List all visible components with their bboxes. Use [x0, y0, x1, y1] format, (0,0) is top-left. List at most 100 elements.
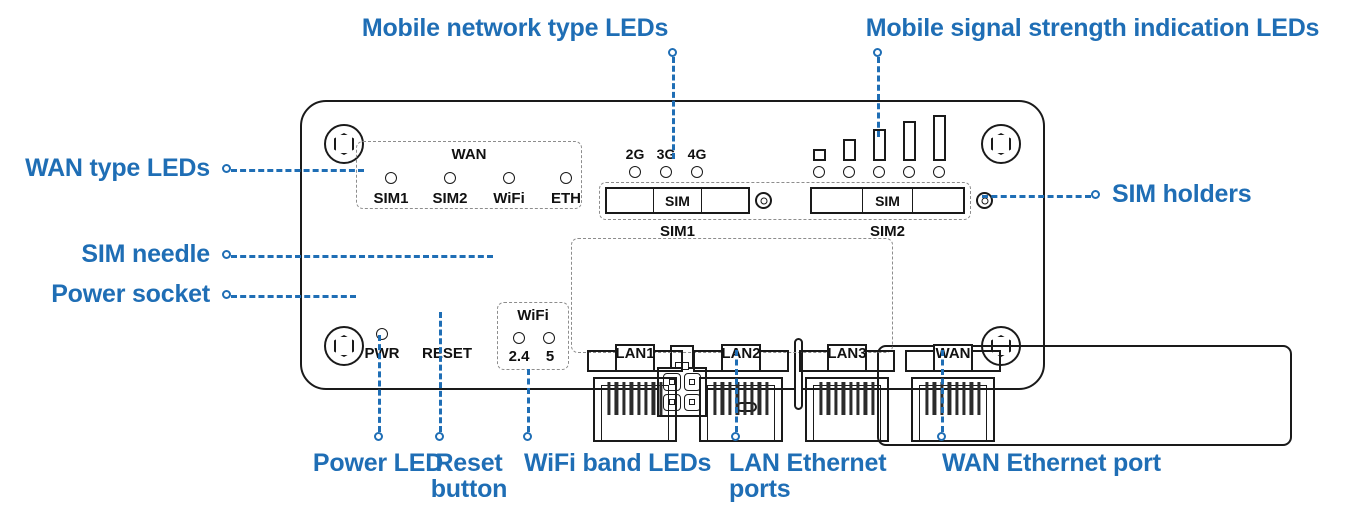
- annotation-nub-mobile-network-type-leds: [668, 48, 677, 57]
- sim-holder-group: [599, 182, 971, 220]
- hex-socket-icon: [334, 133, 354, 155]
- annotation-mobile-network-type-leds: Mobile network type LEDs: [361, 14, 669, 42]
- label-wifi-24: 2.4: [508, 348, 530, 365]
- annotation-reset-button: Reset button: [430, 449, 508, 503]
- rj45-inner: [813, 385, 881, 440]
- sim1-tray-seg-left: [607, 189, 655, 212]
- label-4g: 4G: [687, 146, 707, 162]
- signal-bar-5: [933, 115, 946, 161]
- leader-wan-ethernet-port: [941, 350, 944, 432]
- annotation-nub-lan-ethernet-ports: [731, 432, 740, 441]
- signal-bar-2: [843, 139, 856, 161]
- led-signal-4: [903, 166, 915, 178]
- rj45-latch-icon: [721, 344, 761, 370]
- annotation-wan-type-leds: WAN type LEDs: [25, 154, 210, 182]
- label-sim2-holder: SIM2: [869, 223, 905, 240]
- rj45-latch-icon: [933, 344, 973, 370]
- label-wan-sim1: SIM1: [373, 190, 409, 207]
- sim1-tray[interactable]: SIM: [605, 187, 750, 214]
- sim2-eject-button[interactable]: [976, 192, 993, 209]
- label-lan3: LAN3: [827, 345, 867, 362]
- leader-mobile-signal-leds: [877, 57, 880, 137]
- label-lan1: LAN1: [615, 345, 655, 362]
- power-pin-3: [663, 393, 681, 411]
- annotation-nub-wifi-band-leds: [523, 432, 532, 441]
- rj45-body: [911, 377, 995, 442]
- hex-socket-icon: [334, 335, 354, 357]
- annotation-power-socket: Power socket: [51, 280, 210, 308]
- annotation-wifi-band-leds: WiFi band LEDs: [524, 449, 712, 477]
- annotation-nub-mobile-signal-leds: [873, 48, 882, 57]
- hex-socket-icon: [991, 133, 1011, 155]
- sim1-tray-label: SIM: [654, 189, 702, 212]
- rj45-latch-icon: [827, 344, 867, 370]
- label-wifi-5: 5: [545, 348, 555, 365]
- annotation-mobile-signal-leds: Mobile signal strength indication LEDs: [865, 14, 1320, 42]
- signal-bar-4: [903, 121, 916, 161]
- led-signal-3: [873, 166, 885, 178]
- led-power: [376, 328, 388, 340]
- rj45-latch-icon: [615, 344, 655, 370]
- led-signal-2: [843, 166, 855, 178]
- leader-sim-needle: [231, 255, 493, 258]
- led-signal-5: [933, 166, 945, 178]
- ethernet-port-lan2[interactable]: [693, 344, 789, 442]
- led-2g: [629, 166, 641, 178]
- sim2-tray[interactable]: SIM: [810, 187, 965, 214]
- leader-power-socket: [231, 295, 356, 298]
- leader-lan-ethernet-ports: [735, 350, 738, 432]
- annotation-nub-wan-type-leds: [222, 164, 231, 173]
- sim2-tray-label: SIM: [863, 189, 914, 212]
- wan-type-led-group: [356, 141, 582, 209]
- label-wan-wifi: WiFi: [493, 190, 525, 207]
- screw-hole-top-right: [981, 124, 1021, 164]
- screw-hole-bottom-left: [324, 326, 364, 366]
- ethernet-port-wan[interactable]: [905, 344, 1001, 442]
- sim1-eject-button[interactable]: [755, 192, 772, 209]
- wifi-band-led-group: [497, 302, 569, 370]
- rj45-body: [805, 377, 889, 442]
- annotation-nub-sim-holders: [1091, 190, 1100, 199]
- led-4g: [691, 166, 703, 178]
- leader-mobile-network-type-leds: [672, 57, 675, 159]
- rj45-inner: [707, 385, 775, 440]
- label-wan-sim2: SIM2: [432, 190, 468, 207]
- led-wan-wifi: [503, 172, 515, 184]
- label-reset: RESET: [421, 345, 472, 362]
- rj45-inner: [601, 385, 669, 440]
- led-wifi-24: [513, 332, 525, 344]
- annotation-nub-reset-button: [435, 432, 444, 441]
- leader-power-led: [378, 335, 381, 432]
- sim-needle[interactable]: [794, 338, 803, 410]
- signal-bar-1: [813, 149, 826, 161]
- led-wan-eth: [560, 172, 572, 184]
- label-sim1-holder: SIM1: [659, 223, 695, 240]
- ethernet-port-lan1[interactable]: [587, 344, 683, 442]
- annotation-nub-wan-ethernet-port: [937, 432, 946, 441]
- rj45-pins: [713, 382, 769, 415]
- annotation-wan-ethernet-port: WAN Ethernet port: [942, 449, 1161, 477]
- label-3g: 3G: [656, 146, 676, 162]
- rj45-body: [593, 377, 677, 442]
- leader-wifi-band-leds: [527, 369, 530, 432]
- label-wan-eth: ETH: [551, 190, 581, 207]
- annotation-nub-power-socket: [222, 290, 231, 299]
- annotation-lan-ethernet-ports: LAN Ethernet ports: [729, 449, 887, 503]
- annotation-nub-power-led: [374, 432, 383, 441]
- sim2-tray-seg-left: [812, 189, 863, 212]
- rj45-inner: [919, 385, 987, 440]
- lan-port-group: [571, 238, 893, 353]
- label-lan2: LAN2: [721, 345, 761, 362]
- sim2-tray-seg-right: [913, 189, 963, 212]
- annotation-power-led: Power LED: [312, 449, 444, 477]
- power-pin-1: [663, 373, 681, 391]
- ethernet-port-lan3[interactable]: [799, 344, 895, 442]
- rj45-pins: [925, 382, 981, 415]
- rj45-pins: [607, 382, 663, 415]
- annotation-sim-needle: SIM needle: [81, 240, 210, 268]
- leader-wan-type-leds: [231, 169, 364, 172]
- led-3g: [660, 166, 672, 178]
- annotation-nub-sim-needle: [222, 250, 231, 259]
- leader-reset-button: [439, 312, 442, 432]
- sim1-tray-seg-right: [702, 189, 748, 212]
